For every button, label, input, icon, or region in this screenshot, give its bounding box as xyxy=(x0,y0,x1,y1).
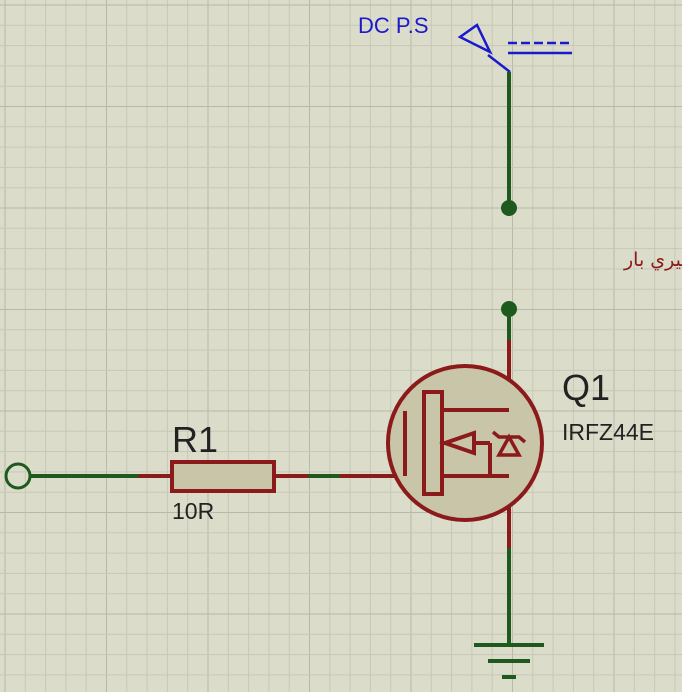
power-terminal-stem xyxy=(487,54,511,73)
resistor-value: 10R xyxy=(172,498,214,524)
input-terminal[interactable] xyxy=(4,462,32,490)
mosfet-ref: Q1 xyxy=(562,367,610,408)
power-terminal[interactable]: DC P.S xyxy=(358,13,572,73)
power-label: DC P.S xyxy=(358,13,429,38)
resistor-ref: R1 xyxy=(172,419,218,460)
mosfet-part: IRFZ44E xyxy=(562,419,654,445)
mosfet-q1[interactable]: Q1 IRFZ44E xyxy=(386,340,654,548)
load-label: محل قرار گيري بار xyxy=(623,248,682,271)
resistor-r1[interactable]: R1 10R xyxy=(170,419,276,524)
ground-icon xyxy=(474,643,544,679)
input-terminal-icon xyxy=(4,462,32,490)
resistor-icon xyxy=(170,460,276,493)
junction-load-top[interactable] xyxy=(501,200,517,216)
mosfet-symbol-icon xyxy=(386,340,544,548)
power-terminal-icon xyxy=(457,23,493,55)
